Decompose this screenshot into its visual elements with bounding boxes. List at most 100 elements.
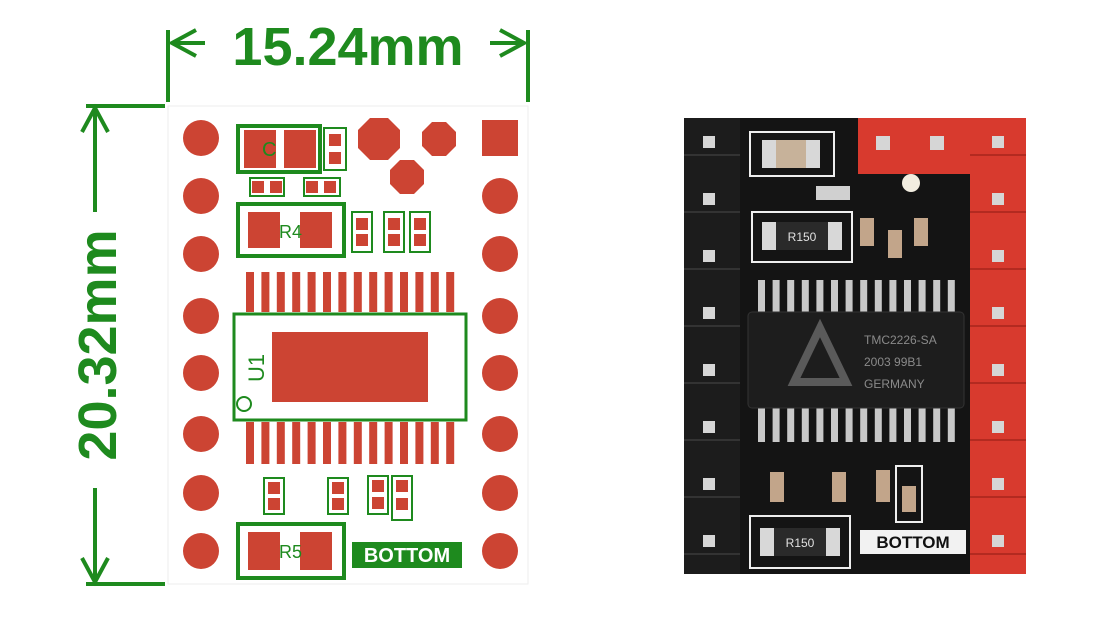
svg-text:R150: R150	[786, 536, 815, 550]
chip-leg	[860, 280, 868, 312]
header-pin	[703, 364, 715, 376]
chip-leg	[845, 280, 853, 312]
small-resistors-top	[249, 177, 341, 197]
header-pin	[992, 478, 1004, 490]
footprint-pin	[369, 272, 378, 312]
header-pin	[703, 478, 715, 490]
footprint-pin	[276, 422, 285, 464]
pcb-layout-diagram: 15.24mm 20.32mm	[68, 17, 530, 587]
small-caps-bottom	[770, 465, 923, 523]
footprint-pin	[246, 422, 254, 464]
footprint-pin	[292, 422, 301, 464]
chip-leg	[947, 280, 955, 312]
chip-leg	[845, 408, 853, 442]
footprint-pin	[446, 422, 455, 464]
header-divider	[970, 154, 1026, 156]
chip-leg	[874, 280, 882, 312]
chip-leg	[787, 280, 795, 312]
tmc-driver-chip: TMC2226-SA 2003 99B1 GERMANY	[747, 280, 965, 442]
chip-leg	[933, 280, 941, 312]
chip-leg	[816, 408, 824, 442]
header-divider	[684, 382, 740, 384]
chip-leg	[933, 408, 941, 442]
header-divider	[684, 325, 740, 327]
driver-board-photo: R150 TMC2226-SA 2003 99B1 GERMANY R150 B…	[684, 118, 1026, 574]
svg-text:TMC2226-SA: TMC2226-SA	[864, 333, 937, 347]
chip-u1-footprint: U1	[232, 272, 468, 464]
bottom-board-label: BOTTOM	[860, 530, 966, 554]
footprint-pin	[307, 422, 316, 464]
header-pin	[703, 250, 715, 262]
svg-text:R150: R150	[788, 230, 817, 244]
footprint-pin	[400, 272, 408, 312]
footprint-pin	[246, 272, 254, 312]
header-divider	[970, 553, 1026, 555]
top-red-jumper-header	[858, 118, 970, 192]
footprint-pin	[415, 272, 424, 312]
header-pin	[992, 250, 1004, 262]
header-divider	[970, 211, 1026, 213]
bottom-silkscreen-label: BOTTOM	[352, 542, 462, 568]
header-pin	[992, 193, 1004, 205]
chip-leg	[801, 280, 809, 312]
footprint-pin	[261, 422, 270, 464]
chip-leg	[787, 408, 795, 442]
octagon-vias	[358, 118, 456, 194]
chip-leg	[831, 280, 838, 312]
chip-leg	[889, 280, 897, 312]
chip-leg	[801, 408, 809, 442]
left-black-header	[684, 118, 740, 574]
resistor-r150-top: R150	[751, 211, 853, 263]
footprint-pin	[323, 272, 331, 312]
header-pin	[992, 364, 1004, 376]
header-pin	[703, 136, 715, 148]
svg-text:2003 99B1: 2003 99B1	[864, 355, 922, 369]
footprint-pin	[415, 422, 424, 464]
header-divider	[684, 268, 740, 270]
chip-leg	[772, 280, 780, 312]
header-divider	[970, 439, 1026, 441]
svg-text:R4: R4	[279, 222, 302, 242]
right-red-header	[970, 118, 1026, 574]
chip-leg	[758, 408, 765, 442]
chip-leg	[816, 280, 824, 312]
header-pin	[703, 421, 715, 433]
header-divider	[684, 439, 740, 441]
left-pin-pads	[183, 120, 219, 569]
footprint-pin	[446, 272, 455, 312]
chip-leg	[874, 408, 882, 442]
small-resistors-bottom	[263, 475, 413, 521]
footprint-pin	[400, 422, 408, 464]
chip-leg	[831, 408, 838, 442]
header-divider	[684, 553, 740, 555]
header-pin	[992, 307, 1004, 319]
width-label: 15.24mm	[232, 17, 463, 77]
svg-text:BOTTOM: BOTTOM	[876, 533, 949, 552]
footprint-pin	[323, 422, 331, 464]
svg-text:BOTTOM: BOTTOM	[364, 545, 450, 567]
chip-leg	[918, 280, 926, 312]
header-divider	[970, 496, 1026, 498]
resistor-r5: R5	[236, 522, 346, 580]
footprint-pin	[384, 272, 393, 312]
header-pin	[992, 421, 1004, 433]
capacitor-c: C	[236, 124, 347, 174]
footprint-pin	[338, 272, 347, 312]
header-pin	[703, 193, 715, 205]
resistor-r4: R4	[236, 202, 431, 258]
header-divider	[684, 154, 740, 156]
width-dimension	[166, 28, 530, 102]
header-divider	[684, 496, 740, 498]
footprint-pin	[338, 422, 347, 464]
footprint-pin	[430, 422, 439, 464]
footprint-pin	[430, 272, 439, 312]
chip-leg	[772, 408, 780, 442]
top-capacitor	[749, 131, 835, 177]
resistor-r150-bottom: R150	[749, 515, 851, 569]
footprint-pin	[276, 272, 285, 312]
header-divider	[970, 382, 1026, 384]
small-caps-right-top	[860, 218, 928, 258]
trinamic-logo-icon	[787, 318, 853, 386]
header-pin	[703, 535, 715, 547]
chip-leg	[758, 280, 765, 312]
